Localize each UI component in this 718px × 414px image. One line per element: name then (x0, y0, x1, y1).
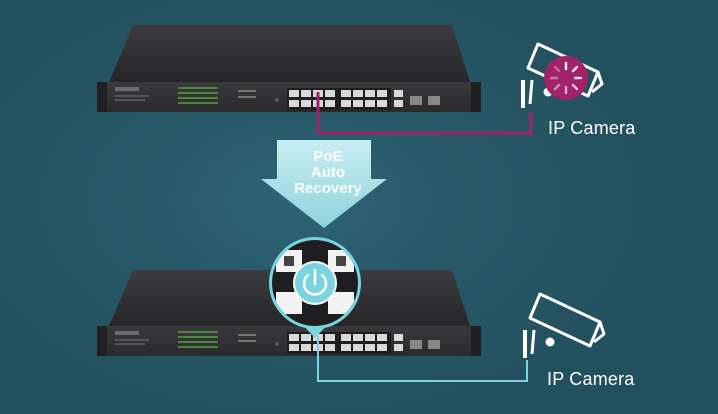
bottom-switch-brand-logo (115, 331, 149, 345)
bottom-switch-led-panel (178, 331, 279, 348)
top-faulty-link (316, 92, 533, 135)
top-switch-led-panel (178, 87, 279, 104)
poe-auto-recovery-arrow (261, 140, 387, 228)
bottom-recovered-link (317, 336, 528, 382)
bottom-switch-rack-ear-left (97, 326, 107, 356)
arrow-caption: PoE Auto Recovery (272, 149, 384, 197)
bottom-camera-label: IP Camera (547, 369, 635, 389)
top-switch-rack-ear-right (471, 82, 481, 112)
power-restore-icon (293, 261, 337, 305)
arrow-caption-line-2: Auto (310, 164, 346, 181)
top-camera-label: IP Camera (548, 118, 636, 138)
bottom-switch-rack-ear-right (471, 326, 481, 356)
bottom-ip-camera-icon (523, 292, 606, 358)
arrow-caption-line-1: PoE (313, 148, 343, 165)
arrow-caption-line-3: Recovery (294, 180, 362, 197)
loading-spinner-icon (544, 56, 588, 100)
top-switch-rack-ear-left (97, 82, 107, 112)
bottom-switch-port-block (287, 332, 440, 354)
top-switch-lid (109, 25, 470, 82)
top-switch (97, 25, 481, 112)
top-switch-brand-logo (115, 87, 149, 101)
